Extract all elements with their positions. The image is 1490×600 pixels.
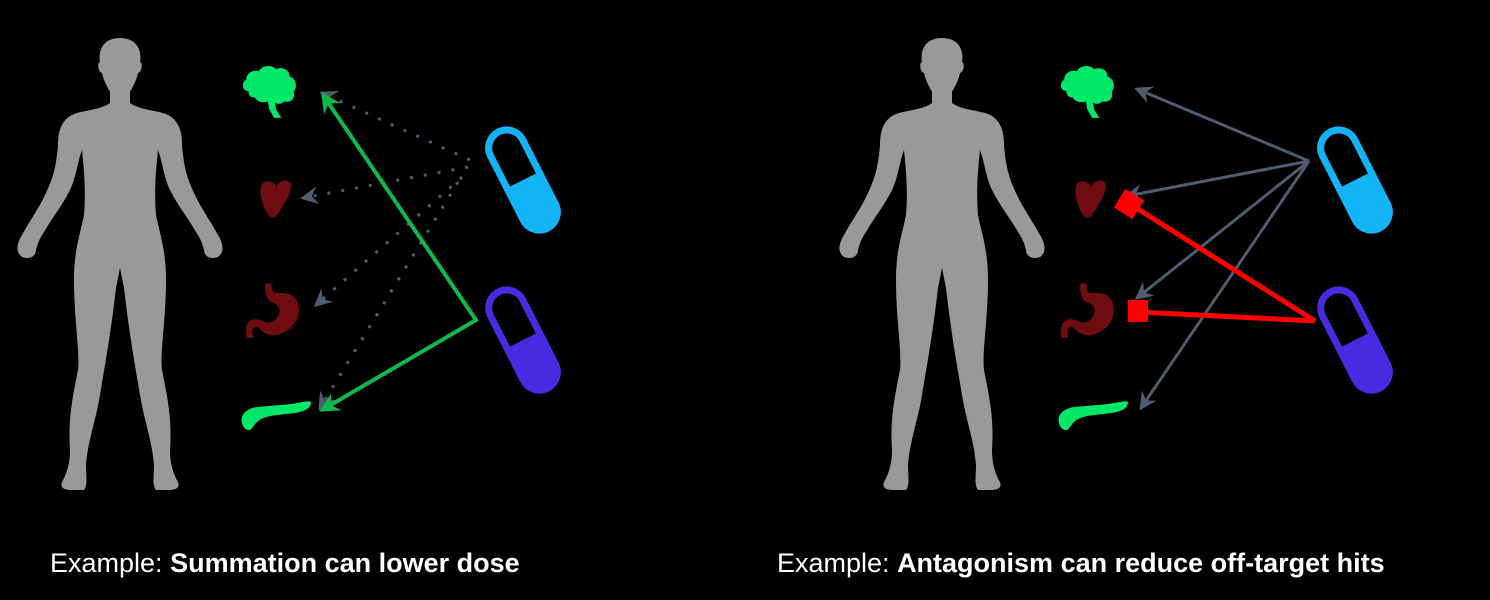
drug-b-capsule-icon — [1314, 284, 1395, 397]
drug-a-off-target-arrows — [1124, 86, 1311, 411]
drug-a-capsule-icon — [1314, 124, 1395, 237]
summation-diagram — [17, 38, 745, 490]
drug-a-dotted-arrows — [300, 90, 471, 411]
pancreas-icon — [1058, 401, 1129, 431]
brain-icon — [1060, 65, 1114, 118]
summation-panel: Example: Summation can lower dose — [17, 38, 745, 579]
drug-a-capsule-icon — [482, 124, 563, 237]
heart-icon — [260, 180, 292, 218]
antagonism-caption: Example: Antagonism can reduce off-targe… — [777, 548, 1385, 579]
brain-icon — [242, 65, 296, 118]
heart-icon — [1075, 180, 1107, 218]
stomach-icon — [1060, 283, 1114, 338]
drug-b-antagonism-inhibitors — [1113, 188, 1317, 324]
antagonism-panel: Example: Antagonism can reduce off-targe… — [745, 0, 1490, 600]
caption-lead: Example: — [777, 548, 898, 578]
human-body-icon — [17, 38, 223, 490]
caption-title: Antagonism can reduce off-target hits — [897, 548, 1385, 578]
pancreas-icon — [241, 401, 312, 431]
caption-lead: Example: — [50, 548, 171, 578]
summation-caption: Example: Summation can lower dose — [50, 548, 520, 579]
human-body-icon — [839, 38, 1045, 490]
caption-title: Summation can lower dose — [170, 548, 520, 578]
antagonism-diagram — [839, 38, 1490, 490]
drug-b-capsule-icon — [482, 284, 563, 397]
drug-b-summation-arrows — [319, 92, 479, 412]
stomach-icon — [245, 283, 299, 338]
